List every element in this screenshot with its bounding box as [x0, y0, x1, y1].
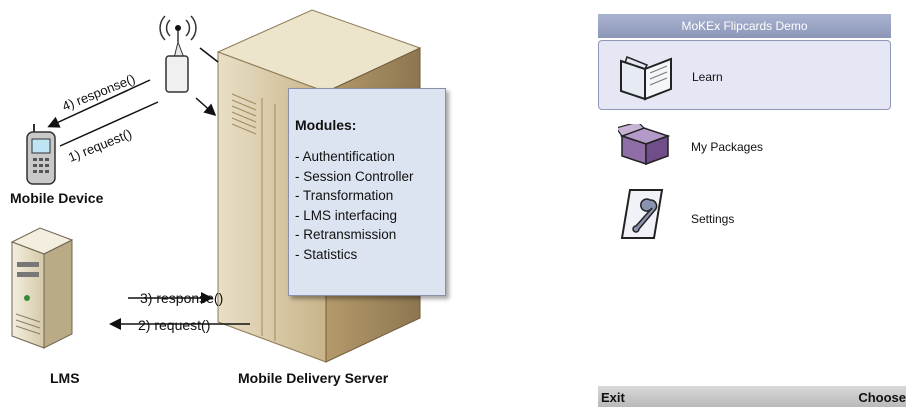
module-item: Statistics: [295, 245, 445, 265]
menu-item-settings[interactable]: Settings: [598, 184, 891, 254]
request2-label: 2) request(): [138, 317, 211, 333]
app-title-bar: MoKEx Flipcards Demo: [598, 14, 891, 38]
softkey-bar: Exit Choose: [598, 386, 906, 407]
modules-box: Modules: Authentification Session Contro…: [288, 88, 446, 296]
lms-server-icon: [10, 227, 74, 349]
module-item: Transformation: [295, 186, 445, 206]
response3-label: 3) response(): [140, 290, 224, 306]
antenna-icon: [159, 15, 197, 93]
module-item: Retransmission: [295, 225, 445, 245]
choose-softkey[interactable]: Choose: [858, 390, 906, 405]
mobile-delivery-server-label: Mobile Delivery Server: [238, 370, 389, 386]
menu-item-my-packages[interactable]: My Packages: [598, 112, 891, 182]
module-item: Authentification: [295, 147, 445, 167]
modules-list: Authentification Session Controller Tran…: [295, 147, 445, 264]
mobile-device-label: Mobile Device: [10, 190, 104, 206]
modules-title: Modules:: [295, 117, 357, 133]
mobile-phone-icon: [26, 124, 56, 185]
architecture-diagram: 4) response() 1) request() Mobile Device…: [0, 0, 560, 407]
menu-item-learn[interactable]: Learn: [598, 40, 891, 110]
package-box-icon: [614, 121, 674, 171]
menu-item-label: Settings: [691, 212, 735, 226]
exit-softkey[interactable]: Exit: [601, 390, 625, 405]
book-icon: [617, 51, 677, 106]
lms-label: LMS: [50, 370, 80, 386]
phone-screen: MoKEx Flipcards Demo Learn My Packages: [583, 0, 906, 407]
module-item: Session Controller: [295, 167, 445, 187]
module-item: LMS interfacing: [295, 206, 445, 226]
menu-item-label: My Packages: [691, 140, 764, 154]
menu-item-label: Learn: [692, 70, 723, 84]
wrench-icon: [620, 188, 664, 245]
